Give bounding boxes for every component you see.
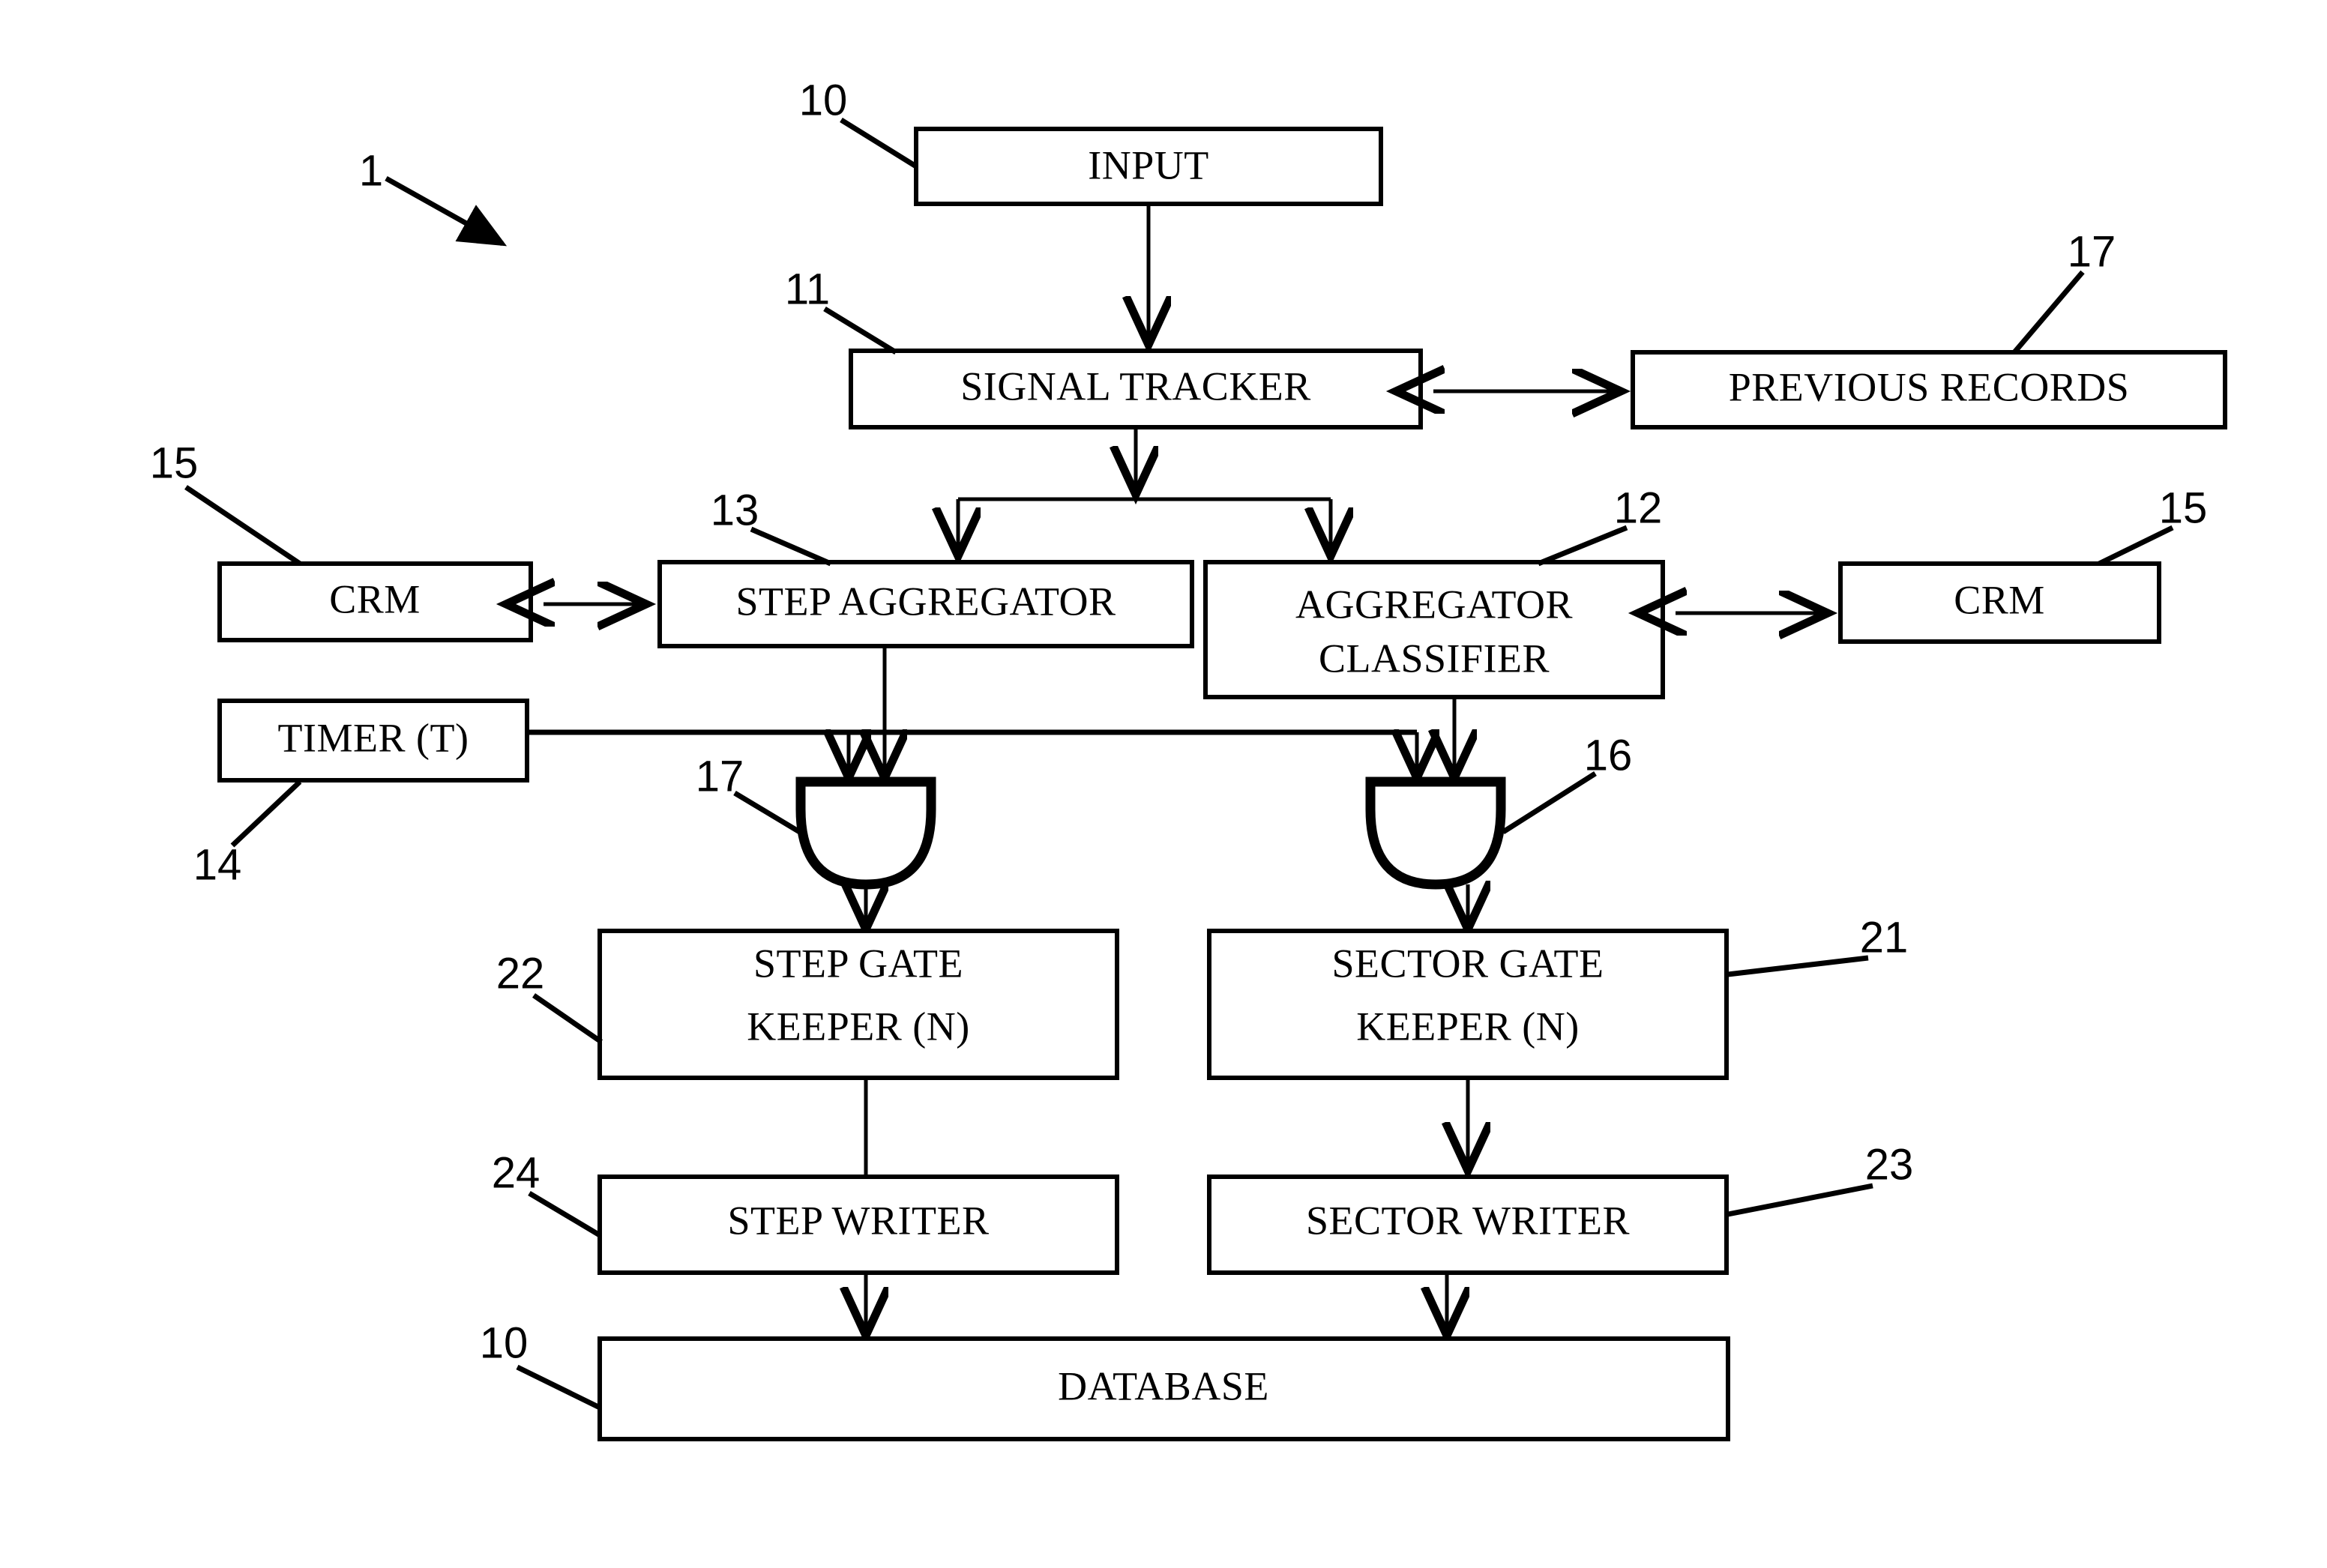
aggregator-classifier-label-line1: AGGREGATOR bbox=[1295, 582, 1573, 627]
signal-tracker-label: SIGNAL TRACKER bbox=[960, 364, 1311, 408]
step-gate-keeper-ref-number: 22 bbox=[496, 949, 545, 998]
input-block: INPUT bbox=[914, 127, 1383, 206]
database-label: DATABASE bbox=[1058, 1363, 1269, 1408]
step-gate-and-symbol bbox=[795, 777, 936, 890]
database-ref-leader bbox=[516, 1364, 601, 1411]
timer-ref-callout: 14 bbox=[193, 780, 302, 889]
figure-reference-callout: 1 bbox=[359, 146, 508, 247]
sector-gate-keeper-label-line1: SECTOR GATE bbox=[1331, 941, 1604, 986]
step-aggregator-box bbox=[657, 560, 1194, 648]
aggregator-classifier-ref-leader bbox=[1537, 525, 1628, 567]
crm-left-ref-leader bbox=[184, 485, 301, 566]
step-aggregator-block: STEP AGGREGATOR bbox=[657, 560, 1194, 648]
database-ref-callout: 10 bbox=[480, 1318, 601, 1411]
step-gate-ref-leader bbox=[733, 790, 804, 836]
sector-gate-ref-leader bbox=[1502, 771, 1597, 834]
sector-writer-label: SECTOR WRITER bbox=[1306, 1198, 1630, 1243]
figure-ref-arrow bbox=[385, 175, 508, 247]
edge-timer-bus bbox=[527, 732, 1417, 778]
timer-label: TIMER (T) bbox=[278, 715, 469, 760]
crm-left-block: CRM bbox=[217, 561, 533, 642]
previous-records-label: PREVIOUS RECORDS bbox=[1729, 364, 2130, 409]
previous-records-box bbox=[1631, 350, 2227, 429]
step-aggregator-label: STEP AGGREGATOR bbox=[735, 579, 1116, 624]
step-gate-keeper-box bbox=[597, 929, 1119, 1080]
sector-writer-block: SECTOR WRITER bbox=[1207, 1175, 1729, 1275]
sector-writer-box bbox=[1207, 1175, 1729, 1275]
input-label: INPUT bbox=[1088, 142, 1209, 187]
previous-records-ref-number: 17 bbox=[2068, 227, 2116, 276]
step-aggregator-ref-callout: 13 bbox=[711, 486, 832, 567]
crm-left-ref-number: 15 bbox=[150, 438, 199, 487]
crm-left-ref-callout: 15 bbox=[150, 438, 301, 566]
sector-gate-symbol-group: 16 bbox=[1365, 731, 1633, 890]
input-ref-leader bbox=[840, 118, 918, 169]
crm-right-ref-callout: 15 bbox=[2098, 483, 2208, 567]
signal-tracker-ref-number: 11 bbox=[785, 265, 830, 313]
timer-ref-leader bbox=[230, 780, 302, 848]
crm-right-label: CRM bbox=[1954, 577, 2045, 622]
database-box bbox=[597, 1336, 1730, 1441]
crm-right-box bbox=[1838, 561, 2161, 644]
step-gate-symbol-group: 17 bbox=[696, 752, 936, 890]
aggregator-classifier-ref-callout: 12 bbox=[1537, 483, 1663, 567]
previous-records-block: PREVIOUS RECORDS bbox=[1631, 350, 2227, 429]
step-aggregator-ref-number: 13 bbox=[711, 486, 759, 534]
step-gate-keeper-ref-callout: 22 bbox=[496, 949, 603, 1044]
step-writer-box bbox=[597, 1175, 1119, 1275]
sector-gate-keeper-block: SECTOR GATE KEEPER (N) bbox=[1207, 929, 1729, 1080]
step-writer-ref-leader bbox=[528, 1190, 601, 1238]
aggregator-classifier-box bbox=[1203, 560, 1665, 699]
crm-right-block: CRM bbox=[1838, 561, 2161, 644]
previous-records-ref-leader bbox=[2012, 270, 2085, 355]
crm-right-ref-number: 15 bbox=[2159, 483, 2208, 532]
step-gate-keeper-ref-leader bbox=[532, 993, 603, 1044]
sector-writer-ref-callout: 23 bbox=[1727, 1140, 1914, 1217]
timer-box bbox=[217, 699, 529, 783]
sector-gate-ref-number: 16 bbox=[1584, 731, 1633, 780]
sector-gate-keeper-ref-callout: 21 bbox=[1727, 913, 1909, 977]
figure-ref-number: 1 bbox=[359, 146, 383, 195]
database-block: DATABASE bbox=[597, 1336, 1730, 1441]
step-writer-label: STEP WRITER bbox=[727, 1198, 989, 1243]
previous-records-ref-callout: 17 bbox=[2012, 227, 2116, 355]
step-gate-keeper-label-line1: STEP GATE bbox=[753, 941, 963, 986]
signal-tracker-box bbox=[849, 349, 1423, 429]
timer-ref-number: 14 bbox=[193, 840, 242, 889]
step-gate-keeper-block: STEP GATE KEEPER (N) bbox=[597, 929, 1119, 1080]
sector-gate-and-symbol bbox=[1365, 777, 1506, 890]
sector-writer-ref-leader bbox=[1727, 1183, 1873, 1217]
sector-writer-ref-number: 23 bbox=[1865, 1140, 1914, 1189]
sector-gate-keeper-box bbox=[1207, 929, 1729, 1080]
sector-gate-keeper-ref-number: 21 bbox=[1860, 913, 1909, 962]
signal-tracker-ref-leader bbox=[823, 307, 897, 355]
signal-tracker-ref-callout: 11 bbox=[785, 265, 897, 355]
sector-gate-keeper-label-line2: KEEPER (N) bbox=[1356, 1004, 1579, 1049]
database-ref-number: 10 bbox=[480, 1318, 529, 1367]
sector-gate-keeper-ref-leader bbox=[1727, 955, 1869, 977]
input-ref-number: 10 bbox=[799, 76, 848, 124]
step-writer-block: STEP WRITER bbox=[597, 1175, 1119, 1275]
aggregator-classifier-ref-number: 12 bbox=[1614, 483, 1663, 532]
step-writer-ref-number: 24 bbox=[492, 1148, 541, 1197]
step-writer-ref-callout: 24 bbox=[492, 1148, 601, 1238]
step-gate-keeper-label-line2: KEEPER (N) bbox=[747, 1004, 969, 1049]
crm-left-label: CRM bbox=[329, 576, 421, 621]
timer-block: TIMER (T) bbox=[217, 699, 529, 783]
signal-tracker-block: SIGNAL TRACKER bbox=[849, 349, 1423, 429]
edge-signal-tracker-fanout bbox=[958, 427, 1331, 556]
aggregator-classifier-label-line2: CLASSIFIER bbox=[1319, 636, 1550, 681]
input-ref-callout: 10 bbox=[799, 76, 918, 169]
crm-right-ref-leader bbox=[2098, 525, 2174, 567]
aggregator-classifier-block: AGGREGATOR CLASSIFIER bbox=[1203, 560, 1665, 699]
step-aggregator-ref-leader bbox=[750, 526, 832, 567]
